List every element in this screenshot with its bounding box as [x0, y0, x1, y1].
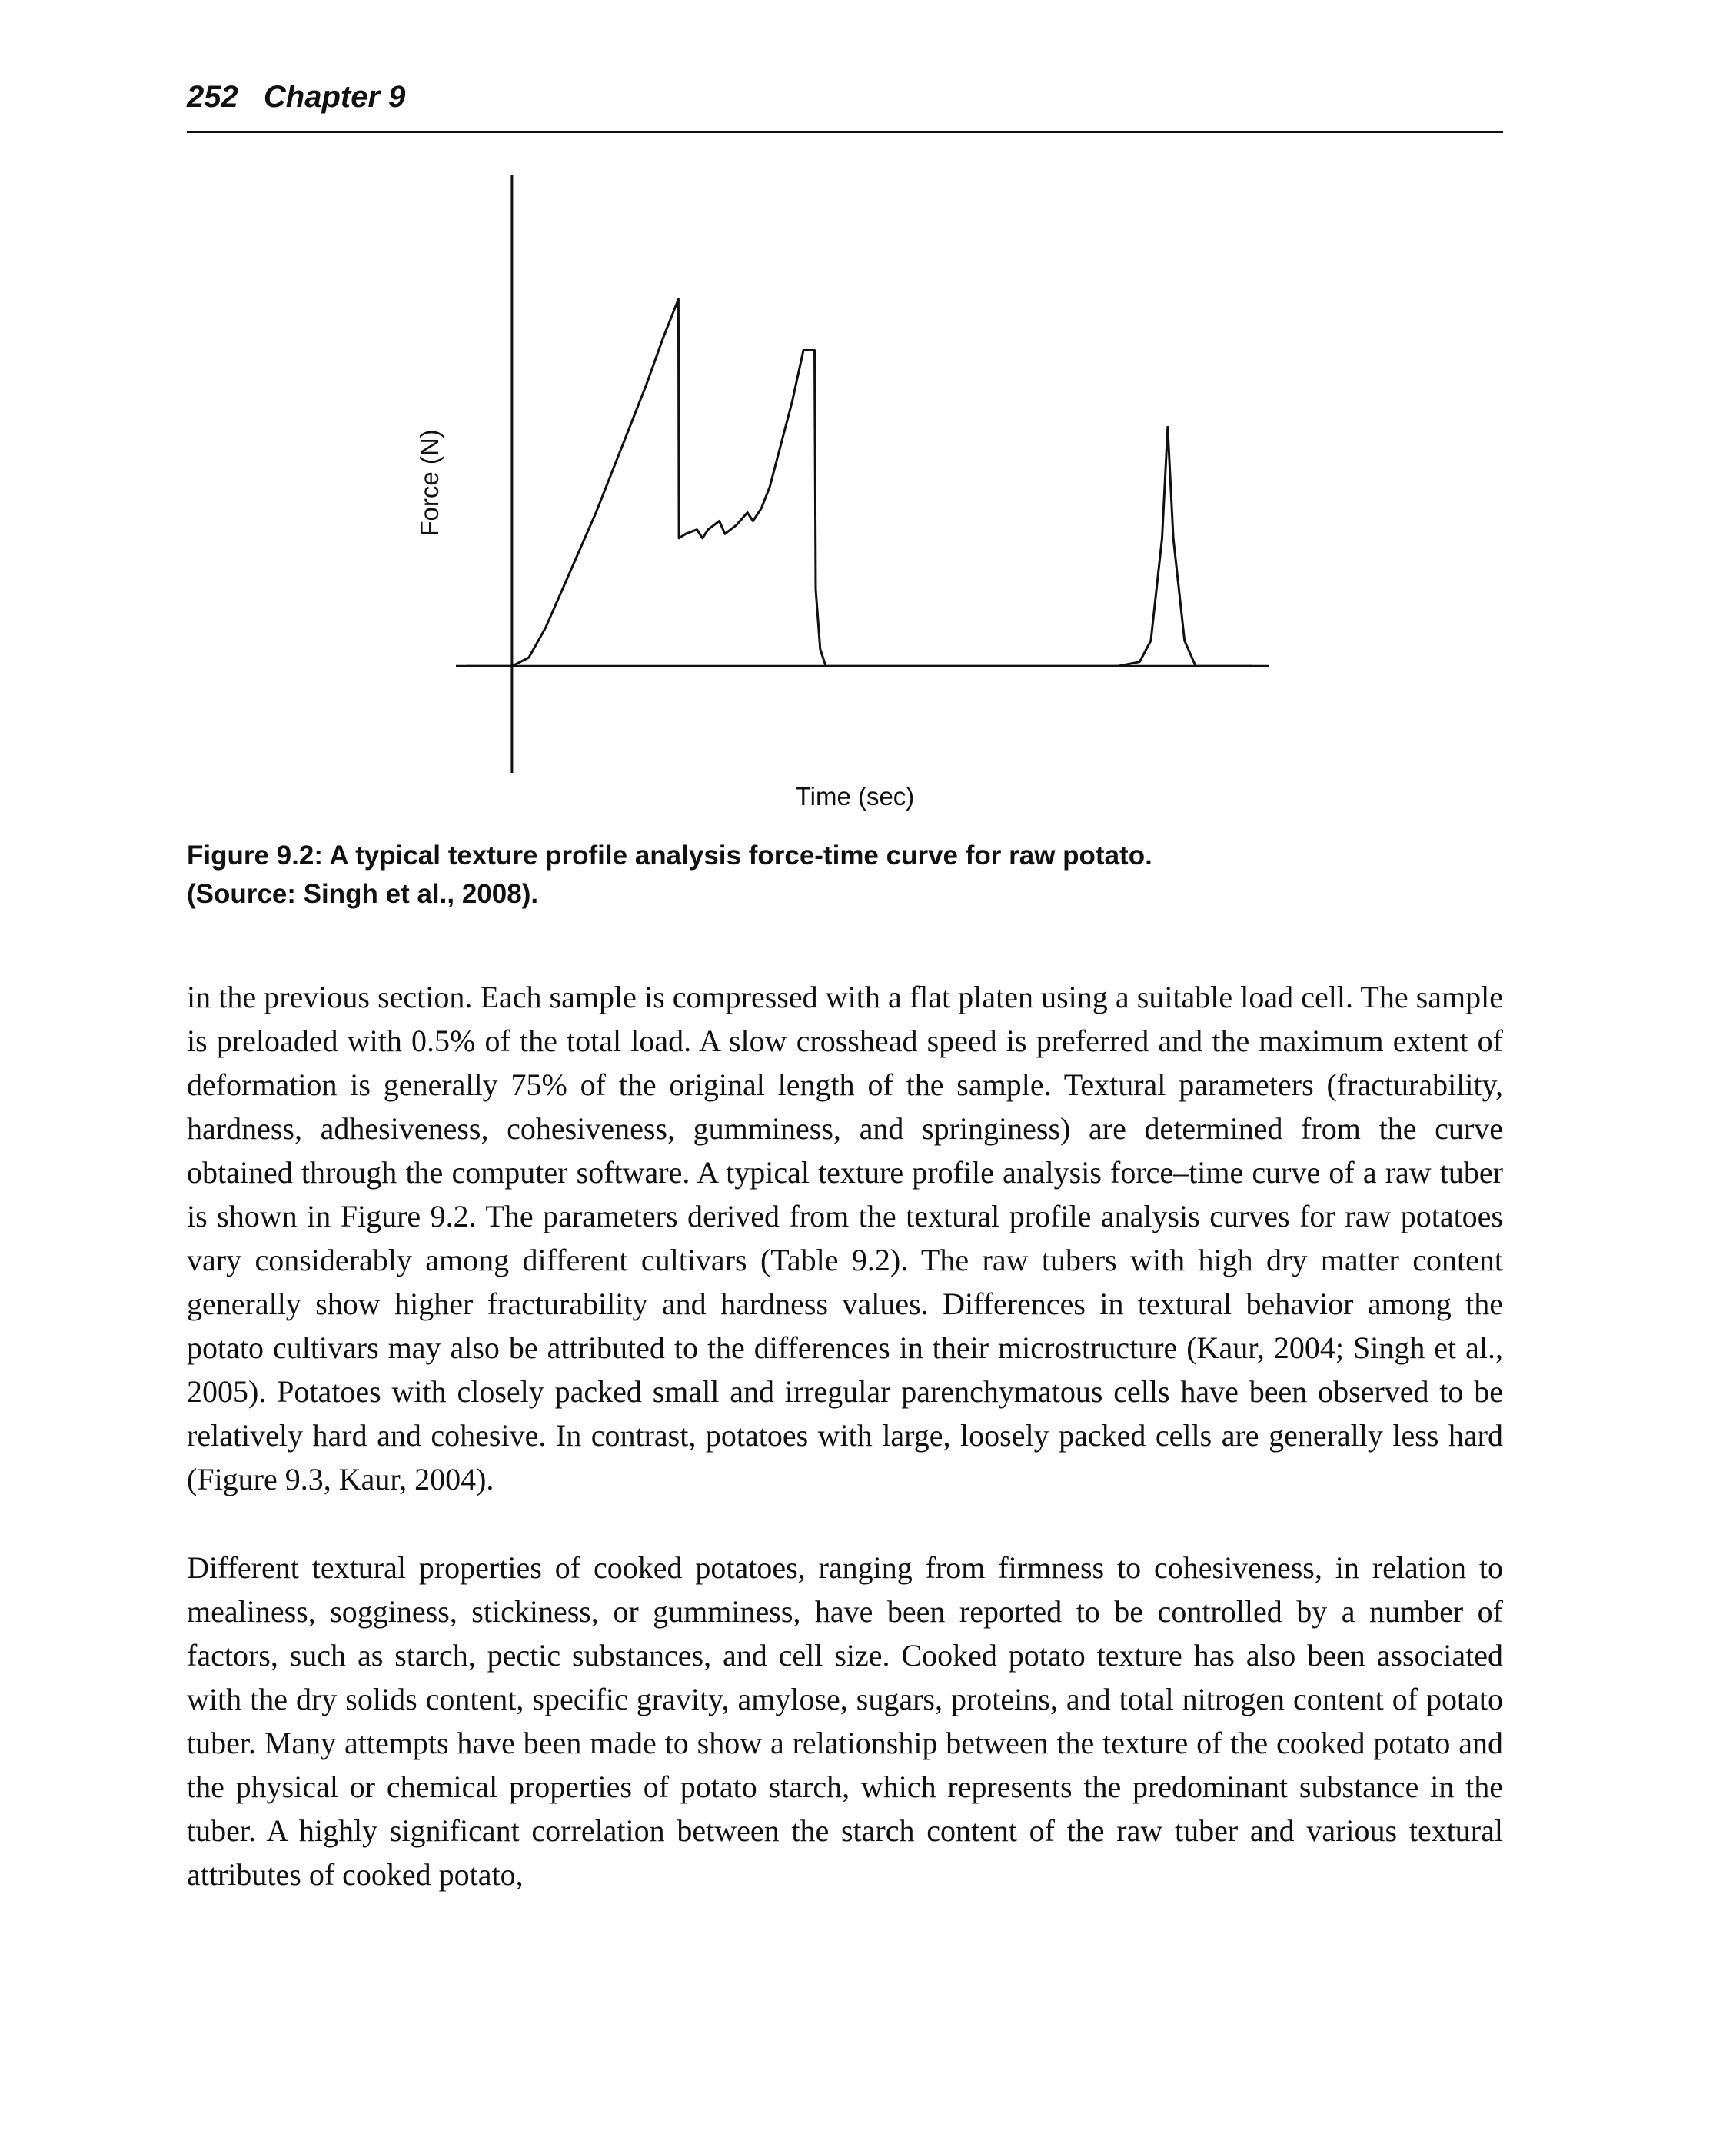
- running-header: 252 Chapter 9: [187, 77, 1503, 117]
- caption-line-2: (Source: Singh et al., 2008).: [187, 879, 539, 909]
- y-axis-label: Force (N): [415, 429, 444, 536]
- paragraph-1: in the previous section. Each sample is …: [187, 980, 1503, 1496]
- figure-caption: Figure 9.2: A typical texture profile an…: [187, 837, 1503, 914]
- chart-axes: [456, 175, 1269, 773]
- paragraph-2: Different textural properties of cooked …: [187, 1550, 1503, 1892]
- caption-line-1: Figure 9.2: A typical texture profile an…: [187, 841, 1152, 871]
- chapter-title: Chapter 9: [263, 80, 406, 114]
- x-axis-label: Time (sec): [796, 782, 915, 811]
- force-curve-line: [467, 298, 1252, 667]
- page-number: 252: [187, 80, 238, 114]
- chart-series: [467, 298, 1252, 667]
- header-rule: [187, 131, 1503, 133]
- force-time-chart: Time (sec) Force (N): [415, 175, 1269, 811]
- body-text: in the previous section. Each sample is …: [187, 975, 1503, 1941]
